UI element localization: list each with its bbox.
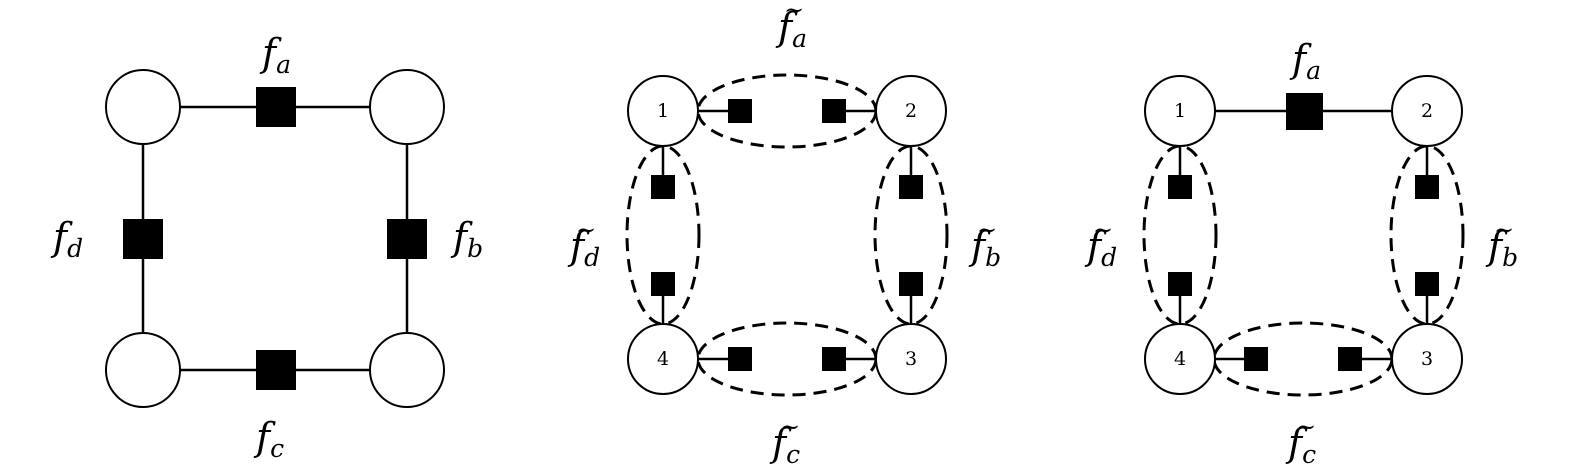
factor-label-a: fa [259,31,291,79]
panel-3: 1 2 3 4 fa ~ fc ~ fd ~ fb [1084,37,1518,469]
factor-c-left [728,347,752,371]
node-number-1: 1 [1174,100,1186,122]
node-number-2: 2 [1421,100,1433,122]
factor-c-right [1338,347,1362,371]
node-number-4: 4 [1174,348,1186,370]
factor-b-bottom [899,272,923,296]
factor-b-top [899,175,923,199]
factor-d-top [1168,175,1192,199]
variable-node-top-right [369,69,445,145]
node-number-3: 3 [905,348,917,370]
factor-d-bottom [651,272,675,296]
factor-b [387,219,427,259]
factor-a-right [822,99,846,123]
tilde-a: ~ [784,0,804,24]
factor-label-d: fd [50,215,83,263]
variable-node-4 [1144,323,1216,395]
variable-node-bottom-left [105,332,181,408]
variable-node-1 [627,75,699,147]
variable-node-1 [1144,75,1216,147]
variable-node-top-left [105,69,181,145]
factor-a [1286,93,1323,130]
dashed-ellipse-left [1142,144,1218,326]
node-number-4: 4 [657,348,669,370]
variable-node-3 [1391,323,1463,395]
dashed-ellipse-right [1389,144,1465,326]
variable-node-bottom-right [369,332,445,408]
factor-d-top [651,175,675,199]
variable-node-2 [875,75,947,147]
dashed-ellipse-right [873,144,949,326]
factor-b-top [1415,175,1439,199]
factor-a-left [728,99,752,123]
panel-2: 1 2 3 4 ~ fa ~ fc ~ fd ~ fb [567,0,1001,469]
node-number-3: 3 [1421,348,1433,370]
factor-label-c: fc [253,415,284,463]
tilde-b: ~ [1494,216,1514,244]
factor-label-a: fa [1289,37,1321,85]
factor-label-b: fb [450,215,483,263]
factor-c-left [1244,347,1268,371]
tilde-b: ~ [977,216,997,244]
tilde-d: ~ [1093,216,1113,244]
factor-d [123,219,163,259]
tilde-d: ~ [576,216,596,244]
factor-c-right [822,347,846,371]
tilde-c: ~ [1296,413,1316,441]
factor-b-bottom [1415,272,1439,296]
factor-c [256,350,296,390]
variable-node-4 [627,323,699,395]
node-number-2: 2 [905,100,917,122]
panel-1: fa fb fc fd [50,31,483,463]
dashed-ellipse-left [625,144,701,326]
variable-node-2 [1391,75,1463,147]
tilde-c: ~ [780,413,800,441]
node-number-1: 1 [657,100,669,122]
variable-node-3 [875,323,947,395]
factor-a [256,87,296,127]
factor-d-bottom [1168,272,1192,296]
